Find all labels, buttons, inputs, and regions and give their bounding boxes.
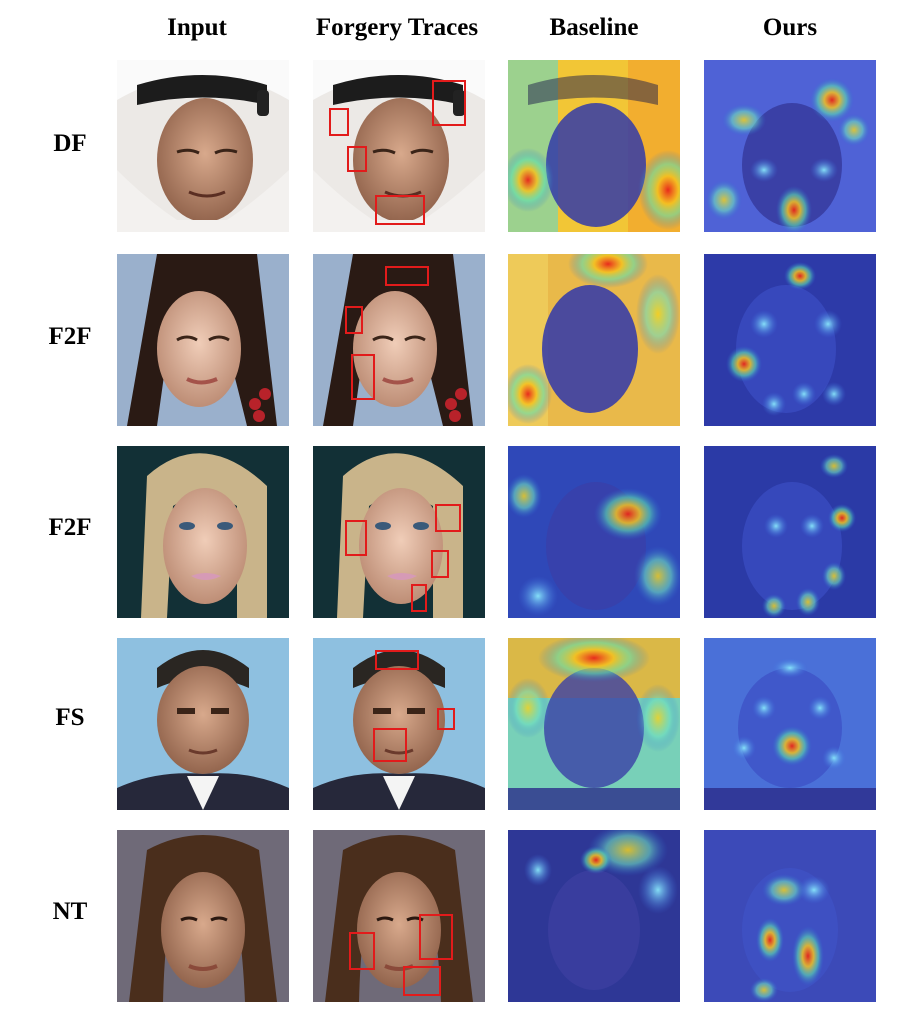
row1-baseline-heatmap <box>508 60 680 232</box>
row2-traces-image <box>313 254 485 426</box>
row-label-f2f-2: F2F <box>48 514 92 541</box>
row4-input-image <box>117 638 289 810</box>
trace-box <box>375 195 425 225</box>
trace-box <box>403 966 441 996</box>
row5-ours-heatmap <box>704 830 876 1002</box>
row3-traces-image <box>313 446 485 618</box>
trace-box <box>347 146 367 172</box>
column-header-input: Input <box>167 14 227 41</box>
trace-box <box>349 932 375 970</box>
row1-traces-image <box>313 60 485 232</box>
trace-box <box>375 650 419 670</box>
row-label-f2f-1: F2F <box>48 323 92 350</box>
trace-box <box>345 520 367 556</box>
row5-input-image <box>117 830 289 1002</box>
column-header-baseline: Baseline <box>549 14 639 41</box>
row3-baseline-heatmap <box>508 446 680 618</box>
trace-box <box>419 914 453 960</box>
trace-box <box>345 306 363 334</box>
row4-ours-heatmap <box>704 638 876 810</box>
trace-box <box>351 354 375 400</box>
trace-box <box>432 80 466 126</box>
row-label-df: DF <box>53 130 87 157</box>
trace-box <box>373 728 407 762</box>
trace-box <box>435 504 461 532</box>
row4-baseline-heatmap <box>508 638 680 810</box>
column-header-forgery-traces: Forgery Traces <box>315 14 479 41</box>
trace-box <box>437 708 455 730</box>
row5-baseline-heatmap <box>508 830 680 1002</box>
row3-ours-heatmap <box>704 446 876 618</box>
row1-input-image <box>117 60 289 232</box>
row2-ours-heatmap <box>704 254 876 426</box>
row4-traces-image <box>313 638 485 810</box>
row5-traces-image <box>313 830 485 1002</box>
row3-input-image <box>117 446 289 618</box>
trace-box <box>431 550 449 578</box>
column-header-ours: Ours <box>762 14 818 41</box>
row-label-fs: FS <box>55 704 85 731</box>
row-label-nt: NT <box>52 898 88 925</box>
trace-box <box>329 108 349 136</box>
trace-box <box>411 584 427 612</box>
row2-baseline-heatmap <box>508 254 680 426</box>
trace-box <box>385 266 429 286</box>
row1-ours-heatmap <box>704 60 876 232</box>
row2-input-image <box>117 254 289 426</box>
